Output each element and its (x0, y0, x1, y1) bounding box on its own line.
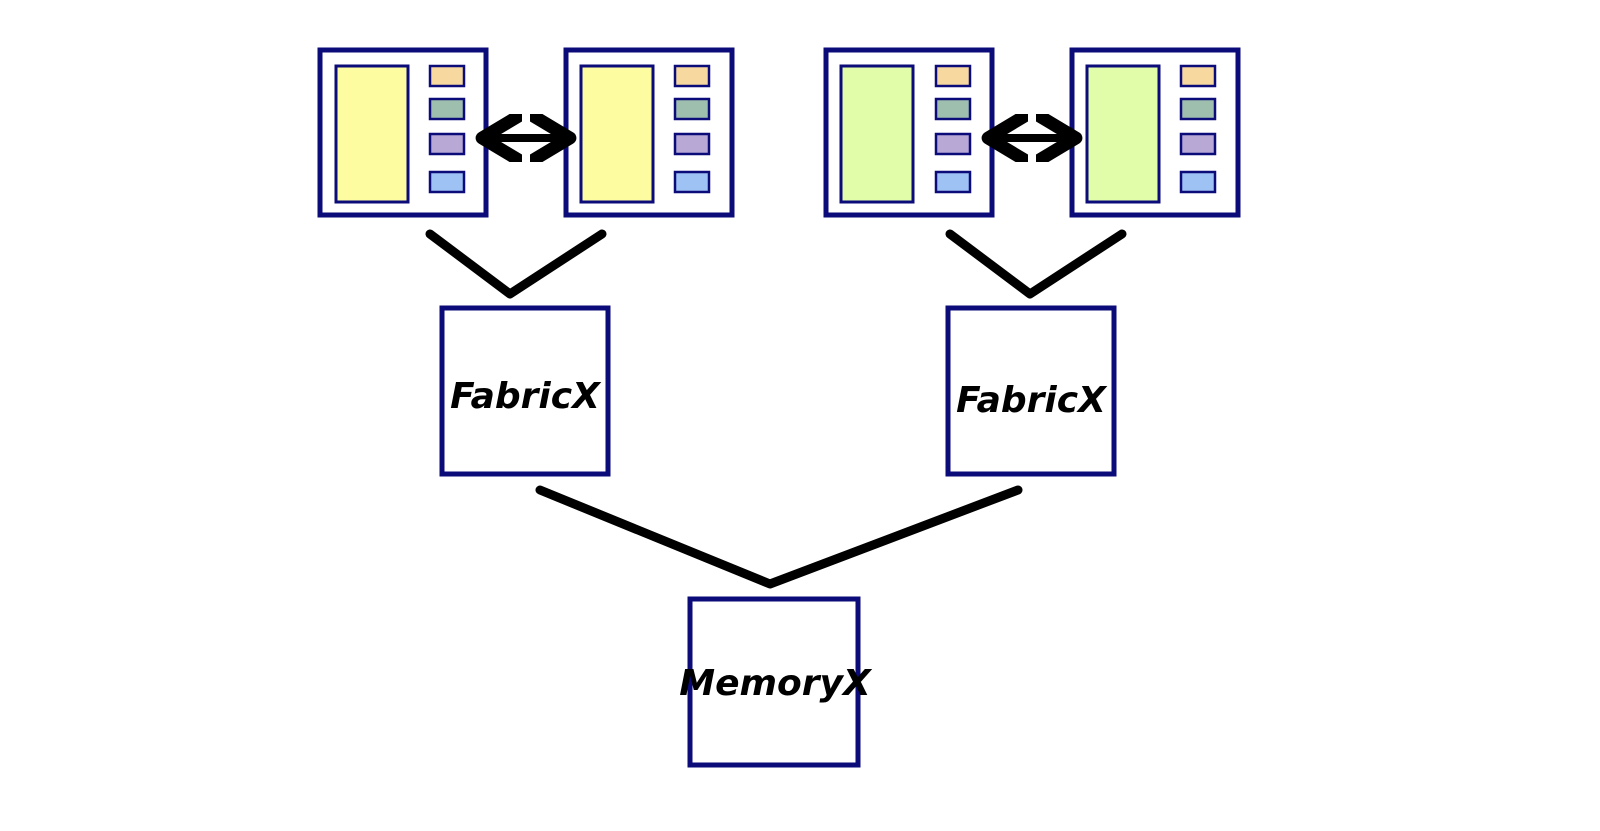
chip-block-blue (934, 170, 972, 194)
chip-group-left (317, 47, 735, 218)
chip-core (579, 64, 655, 204)
chip-block-orange (428, 64, 466, 88)
chip-block-teal (428, 97, 466, 121)
chip-block-orange (1179, 64, 1217, 88)
fabric-label: FabricX (956, 380, 1108, 421)
connector-chips-right-to-fabric (945, 229, 1127, 299)
chip-block-blue (428, 170, 466, 194)
chip-block-teal (673, 97, 711, 121)
chip-block-orange (673, 64, 711, 88)
chip-core (334, 64, 410, 204)
fabric-box (945, 305, 1117, 477)
memory-label: MemoryX (679, 663, 873, 704)
fabric-label: FabricX (450, 376, 602, 417)
chip-right-2 (1069, 47, 1241, 218)
chip-core (1085, 64, 1161, 204)
chip-block-teal (934, 97, 972, 121)
chip-block-purple (428, 132, 466, 156)
chip-right-1 (823, 47, 995, 218)
chip-block-blue (1179, 170, 1217, 194)
chip-block-teal (1179, 97, 1217, 121)
fabric-node-right: FabricX (945, 305, 1117, 477)
fabric-node-left: FabricX (439, 305, 611, 477)
chip-block-purple (1179, 132, 1217, 156)
chip-left-1 (317, 47, 489, 218)
memory-box (687, 596, 861, 768)
chip-core (839, 64, 915, 204)
connector-fabrics-to-memory (535, 485, 1023, 589)
chip-block-blue (673, 170, 711, 194)
fabric-box (439, 305, 611, 477)
memory-node: MemoryX (679, 596, 873, 768)
chip-block-purple (934, 132, 972, 156)
connector-chips-left-to-fabric (425, 229, 607, 299)
chip-block-purple (673, 132, 711, 156)
chip-group-right (823, 47, 1241, 218)
chip-block-orange (934, 64, 972, 88)
chip-left-2 (563, 47, 735, 218)
